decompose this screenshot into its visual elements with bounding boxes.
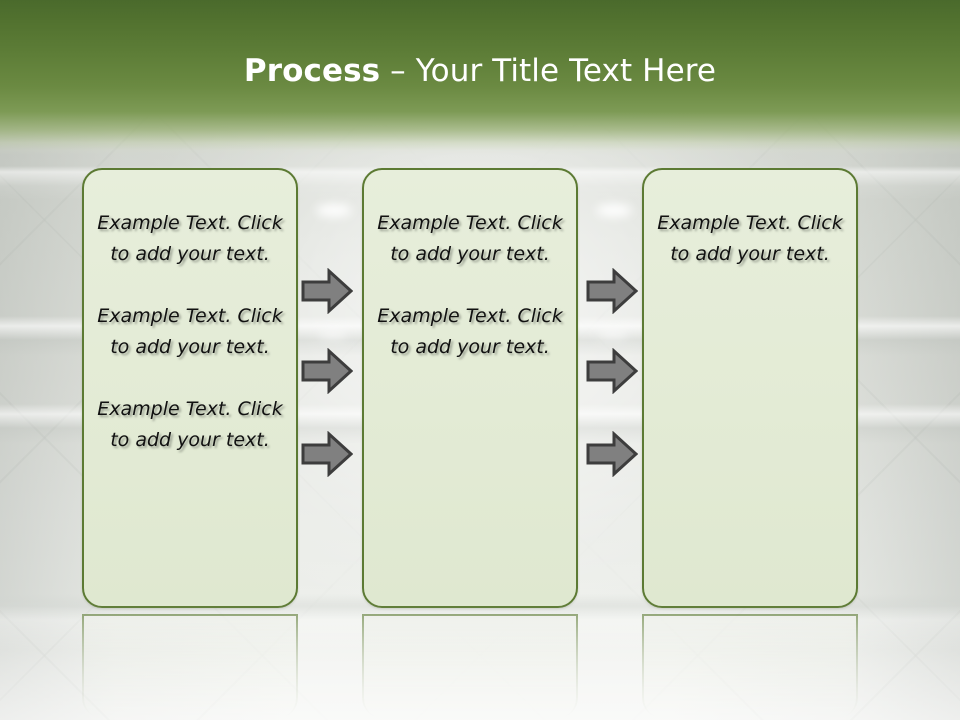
process-box-2-paragraph-1[interactable]: Example Text. Click to add your text.: [377, 212, 563, 265]
right-arrow-icon[interactable]: [301, 431, 353, 477]
ceiling-light-icon: [598, 330, 628, 339]
box-reflection-2: [362, 614, 578, 718]
page-title-strong: Process: [243, 53, 381, 89]
ceiling-light-icon: [316, 204, 352, 217]
header-banner: [0, 0, 960, 155]
right-arrow-icon[interactable]: [586, 348, 638, 394]
process-box-1-paragraph-2[interactable]: Example Text. Click to add your text.: [97, 305, 283, 358]
right-arrow-icon[interactable]: [586, 268, 638, 314]
process-box-1[interactable]: Example Text. Click to add your text. Ex…: [82, 168, 298, 608]
right-arrow-icon[interactable]: [301, 348, 353, 394]
process-box-1-text: Example Text. Click to add your text. Ex…: [96, 208, 284, 456]
process-box-1-paragraph-3[interactable]: Example Text. Click to add your text.: [97, 398, 283, 451]
process-box-2-text: Example Text. Click to add your text. Ex…: [376, 208, 564, 363]
right-arrow-icon[interactable]: [586, 431, 638, 477]
process-box-3-paragraph-1[interactable]: Example Text. Click to add your text.: [657, 212, 843, 265]
ceiling-light-icon: [596, 204, 632, 217]
process-box-3[interactable]: Example Text. Click to add your text.: [642, 168, 858, 608]
box-reflection-1: [82, 614, 298, 718]
process-box-1-paragraph-1[interactable]: Example Text. Click to add your text.: [97, 212, 283, 265]
box-reflection-3: [642, 614, 858, 718]
page-title: Process – Your Title Text Here: [0, 52, 960, 90]
right-arrow-icon[interactable]: [301, 268, 353, 314]
process-box-2[interactable]: Example Text. Click to add your text. Ex…: [362, 168, 578, 608]
process-box-3-text: Example Text. Click to add your text.: [656, 208, 844, 270]
ceiling-light-icon: [318, 330, 348, 339]
page-title-rest: – Your Title Text Here: [380, 53, 717, 89]
process-box-2-paragraph-2[interactable]: Example Text. Click to add your text.: [377, 305, 563, 358]
